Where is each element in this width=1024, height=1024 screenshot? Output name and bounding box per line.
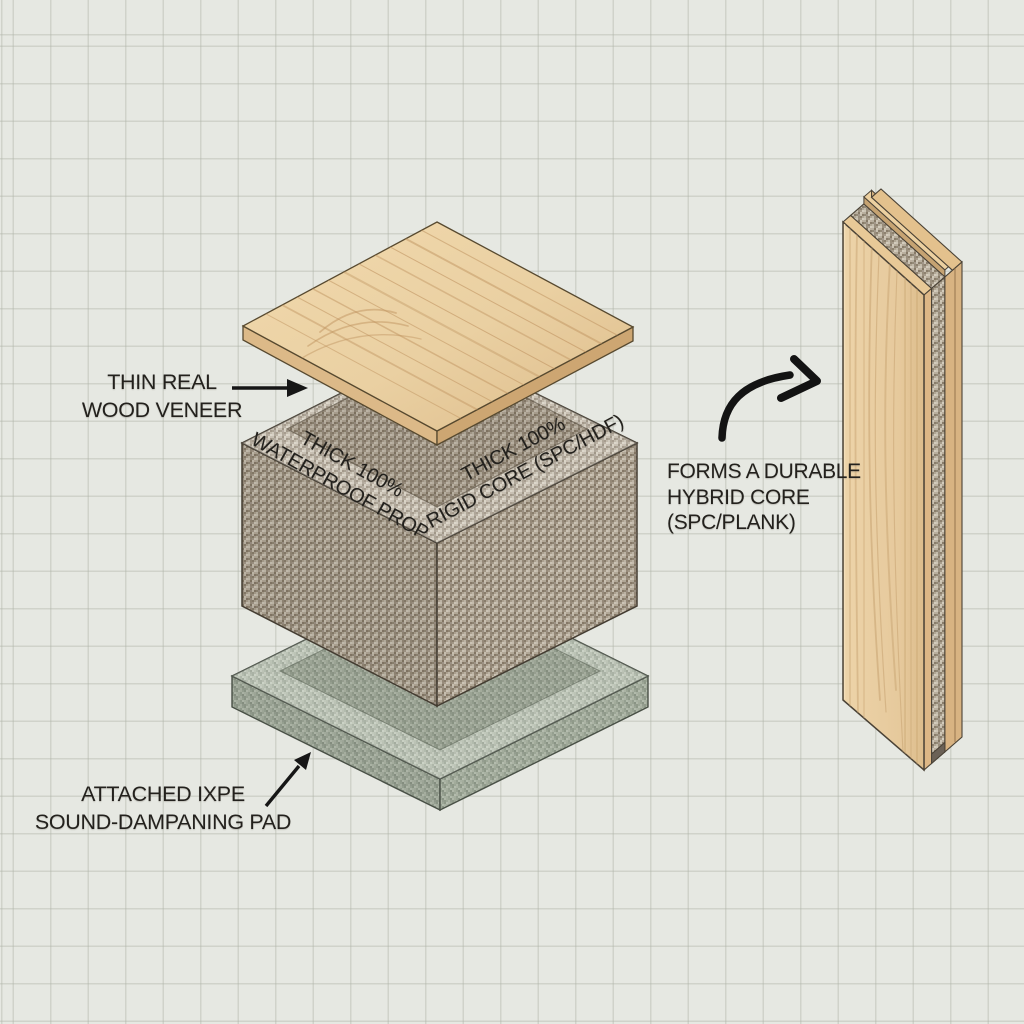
veneer-arrow-icon — [232, 379, 308, 397]
veneer-top-face — [241, 221, 635, 432]
veneer-wood-grain — [243, 222, 633, 431]
plank-side-core-band — [931, 275, 946, 765]
pad-label: ATTACHED IXPE SOUND-DAMPANING PAD — [33, 781, 293, 836]
plank-side-back-band — [944, 260, 963, 754]
veneer-layer — [241, 221, 635, 447]
veneer-label-line2: WOOD VENEER — [81, 397, 243, 422]
plank-wood-grain — [849, 227, 918, 765]
result-label: FORMS A DURABLE HYBRID CORE (SPC/PLANK) — [667, 459, 877, 536]
plank-side-veneer-band — [923, 287, 933, 772]
result-curved-arrow-icon — [718, 355, 821, 442]
veneer-label-line1: THIN REAL — [107, 370, 217, 394]
plank-front-face — [842, 220, 925, 772]
veneer-label: THIN REAL WOOD VENEER — [62, 369, 262, 424]
result-label-line3: (SPC/PLANK) — [667, 511, 796, 535]
result-label-line2: HYBRID CORE — [667, 485, 810, 509]
assembled-plank — [842, 188, 963, 772]
plank-groove-notch — [931, 741, 946, 765]
pad-arrow-icon — [264, 752, 311, 808]
pad-label-line2: SOUND-DAMPANING PAD — [34, 809, 292, 834]
pad-label-line1: ATTACHED IXPE — [81, 782, 245, 806]
result-label-line1: FORMS A DURABLE — [667, 460, 861, 483]
